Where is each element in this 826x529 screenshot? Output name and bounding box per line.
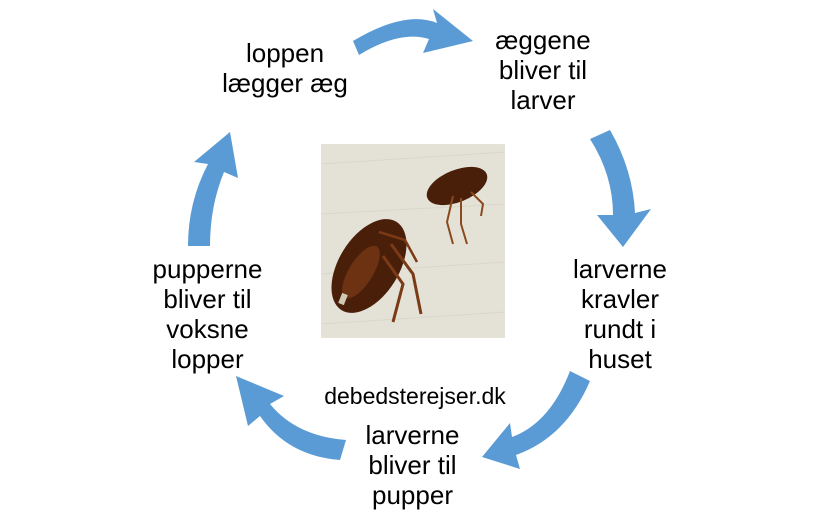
step-flea-lays-eggs: loppen lægger æg (220, 38, 350, 98)
arrow-bottom-left-icon (236, 376, 346, 460)
step-larvae-crawl-around-house: larverne kravler rundt i huset (555, 254, 685, 374)
large-flea-icon (331, 219, 423, 323)
step-label-line: lægger æg (222, 68, 348, 98)
step-label-line: bliver til (368, 450, 457, 480)
step-label-line: pupperne (152, 254, 263, 284)
step-label-line: larverne (365, 420, 460, 450)
arrow-left-icon (188, 132, 238, 246)
step-eggs-become-larvae: æggene bliver til larver (478, 25, 608, 115)
step-label-line: larver (510, 85, 576, 115)
arrow-top-icon (353, 9, 473, 55)
step-label-line: loppen (245, 38, 325, 68)
watermark-text: debedsterejser.dk (324, 383, 506, 409)
step-larvae-become-pupae: larverne bliver til pupper (340, 420, 485, 510)
step-pupae-become-adult-fleas: pupperne bliver til voksne lopper (140, 254, 275, 374)
step-label-line: rundt i (583, 314, 657, 344)
step-label-line: bliver til (163, 284, 252, 314)
small-flea-icon (426, 166, 488, 245)
step-label-line: bliver til (498, 55, 588, 85)
flea-photo (321, 144, 505, 338)
arrow-bottom-right-icon (482, 371, 590, 469)
step-label-line: larverne (573, 254, 667, 284)
step-label-line: kravler (580, 284, 659, 314)
arrow-right-icon (590, 130, 651, 247)
step-label-line: huset (588, 344, 652, 374)
step-label-line: voksne (166, 314, 249, 344)
step-label-line: lopper (171, 344, 244, 374)
step-label-line: pupper (372, 480, 453, 510)
step-label-line: æggene (495, 25, 591, 55)
